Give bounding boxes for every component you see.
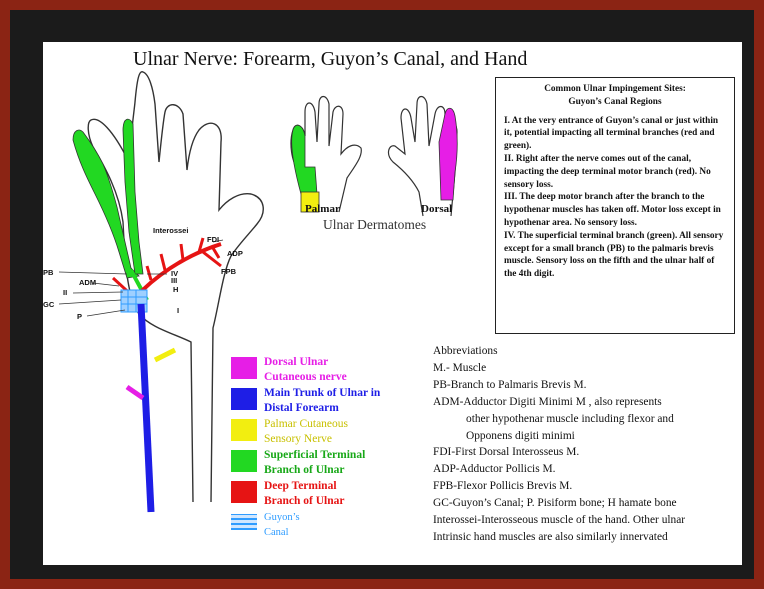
deep-branch-red-2 bbox=[159, 253, 167, 271]
label-adp: ADP bbox=[227, 249, 243, 258]
legend-swatch bbox=[231, 419, 257, 441]
deep-branch-red-6 bbox=[202, 250, 222, 268]
abbr-line: FPB-Flexor Pollicis Brevis M. bbox=[433, 480, 573, 493]
dorsal-label: Dorsal bbox=[421, 203, 453, 215]
legend-swatch bbox=[231, 450, 257, 472]
figure-title: Ulnar Nerve: Forearm, Guyon’s Canal, and… bbox=[133, 48, 528, 70]
abbr-line: ADM-Adductor Digiti Minimi M , also repr… bbox=[433, 395, 662, 408]
label-gc: GC bbox=[43, 300, 55, 309]
legend-swatch bbox=[231, 388, 257, 410]
label-interossei: Interossei bbox=[153, 226, 189, 235]
abbr-line: ADP-Adductor Pollicis M. bbox=[433, 463, 556, 476]
label-ii: II bbox=[63, 288, 68, 297]
legend-swatch bbox=[231, 514, 257, 530]
main-trunk-blue bbox=[137, 303, 155, 513]
abbr-line: PB-Branch to Palmaris Brevis M. bbox=[433, 378, 587, 391]
legend-swatch bbox=[231, 481, 257, 503]
palmar-cutaneous-yellow bbox=[153, 347, 177, 363]
abbr-line: GC-Guyon’s Canal; P. Pisiform bone; H ha… bbox=[433, 497, 677, 510]
palmar-label: Palmar bbox=[305, 203, 340, 215]
label-leader-adm bbox=[92, 282, 120, 287]
label-leader-gc bbox=[58, 299, 122, 305]
abbr-line: Intrinsic hand muscles are also similarl… bbox=[433, 530, 668, 543]
abbr-line: FDI-First Dorsal Interosseus M. bbox=[433, 446, 580, 459]
palmar-dermatome-green bbox=[291, 124, 318, 195]
deep-branch-red-5 bbox=[211, 247, 221, 259]
abbreviations-heading: Abbreviations bbox=[433, 345, 498, 357]
label-leader-p bbox=[86, 309, 126, 317]
abbr-line: other hypothenar muscle including flexor… bbox=[466, 412, 674, 425]
label-fdi: FDI bbox=[207, 235, 220, 244]
label-leader-ii bbox=[72, 291, 124, 294]
dermatomes-title: Ulnar Dermatomes bbox=[323, 217, 427, 232]
guyons-canal-hatch bbox=[121, 290, 147, 312]
label-fpb: FPB bbox=[221, 267, 236, 276]
abbr-line: M.- Muscle bbox=[433, 361, 487, 374]
dorsal-ulnar-magenta bbox=[125, 384, 145, 401]
impingement-item: I. At the very entrance of Guyon’s canal… bbox=[504, 115, 719, 152]
label-p: P bbox=[77, 312, 83, 321]
dorsal-dermatome-magenta bbox=[438, 107, 458, 201]
label-leader-fdi bbox=[212, 239, 224, 243]
deep-branch-red-3 bbox=[179, 243, 185, 261]
label-i: I bbox=[177, 306, 180, 315]
impingement-item: III. The deep motor branch after the bra… bbox=[504, 192, 721, 228]
palmar-dermatome-yellow bbox=[300, 191, 320, 213]
label-pb: PB bbox=[43, 268, 54, 277]
abbreviations-block: Abbreviations M.- Muscle PB-Branch to Pa… bbox=[433, 343, 743, 546]
impingement-sites-box: Common Ulnar Impingement Sites: Guyon’s … bbox=[495, 77, 735, 334]
superficial-branch-green bbox=[72, 129, 140, 279]
label-iv: IV bbox=[171, 269, 179, 278]
legend-swatch bbox=[231, 357, 257, 379]
figure-canvas: Ulnar Nerve: Forearm, Guyon’s Canal, and… bbox=[43, 42, 742, 565]
abbr-line: Interossei-Interosseous muscle of the ha… bbox=[433, 514, 686, 527]
deep-branch-red-4 bbox=[197, 237, 205, 253]
hand-outline bbox=[87, 71, 264, 503]
label-leader-pb bbox=[58, 271, 128, 275]
deep-branch-red-1 bbox=[145, 265, 153, 281]
label-h: H bbox=[173, 285, 179, 294]
impingement-heading: Common Ulnar Impingement Sites: Guyon’s … bbox=[544, 84, 686, 107]
label-iii: III bbox=[171, 276, 178, 285]
impingement-item: IV. The superficial terminal branch (gre… bbox=[504, 230, 724, 280]
label-adm: ADM bbox=[79, 278, 97, 287]
ulnar-nerve-hand-diagram bbox=[58, 71, 458, 513]
superficial-branch-green-ring bbox=[122, 118, 144, 275]
impingement-item: II. Right after the nerve comes out of t… bbox=[504, 153, 711, 190]
abbr-line: Opponens digiti minimi bbox=[466, 429, 575, 442]
